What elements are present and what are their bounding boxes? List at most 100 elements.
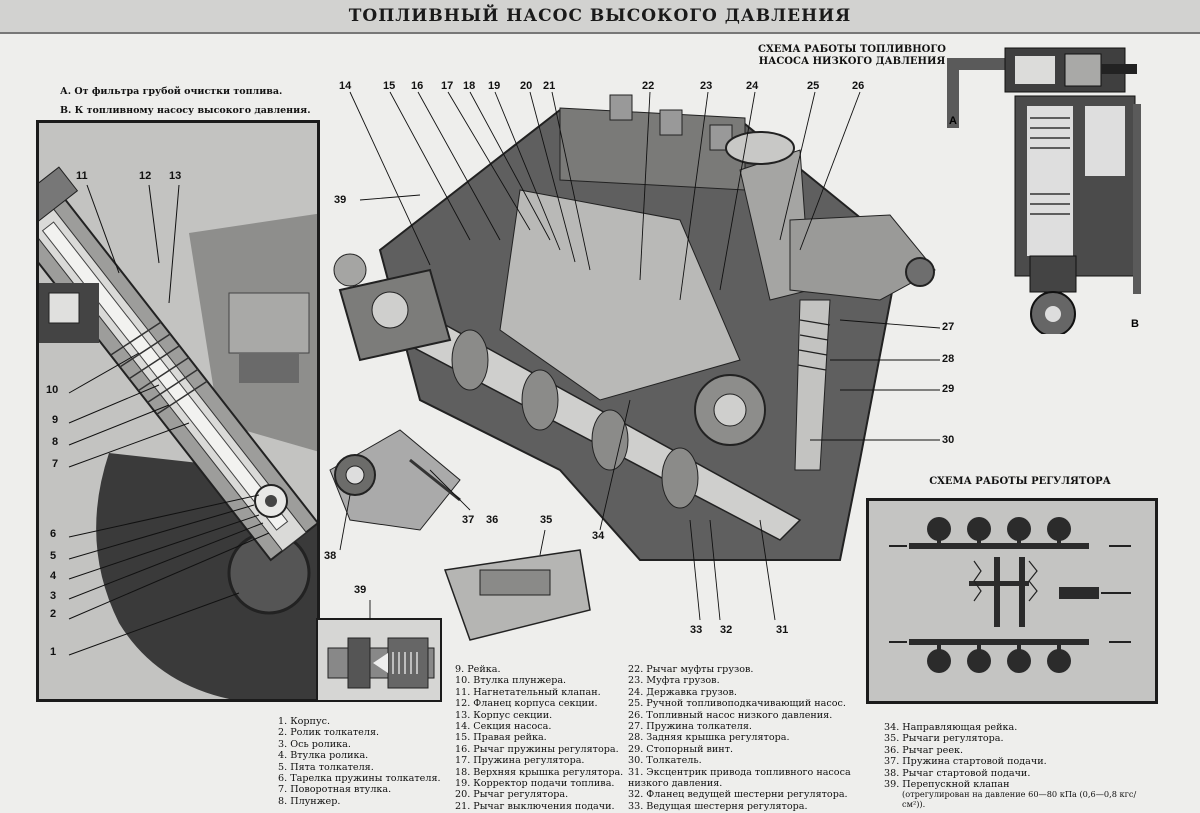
part-12: 12. Фланец корпуса секции. <box>455 698 598 710</box>
page-title: ТОПЛИВНЫЙ НАСОС ВЫСОКОГО ДАВЛЕНИЯ <box>348 6 852 26</box>
low-pressure-scheme-title-text: СХЕМА РАБОТЫ ТОПЛИВНОГО НАСОСА НИЗКОГО Д… <box>757 44 946 67</box>
callout-17: 17 <box>441 80 454 92</box>
part-37: 37. Пружина стартовой подачи. <box>884 756 1047 768</box>
callout-25: 25 <box>807 80 820 92</box>
part-2: 2. Ролик толкателя. <box>278 727 380 739</box>
part-6: 6. Тарелка пружины толкателя. <box>278 773 441 785</box>
callout-33: 33 <box>690 624 703 636</box>
part-17: 17. Пружина регулятора. <box>455 755 585 767</box>
part-3: 3. Ось ролика. <box>278 738 351 750</box>
callout-35: 35 <box>540 514 553 526</box>
part-8: 8. Плунжер. <box>278 795 341 807</box>
callout-30: 30 <box>942 434 955 446</box>
part-14: 14. Секция насоса. <box>455 721 552 733</box>
callout-5: 5 <box>50 550 57 562</box>
callout-14: 14 <box>339 80 352 92</box>
callout-13: 13 <box>169 170 182 182</box>
part-9: 9. Рейка. <box>455 664 501 675</box>
part-24: 24. Державка грузов. <box>628 686 737 698</box>
callout-7: 7 <box>52 458 59 470</box>
part-16: 16. Рычаг пружины регулятора. <box>455 743 619 755</box>
legend-a: А. От фильтра грубой очистки топлива. <box>60 86 283 97</box>
part-22: 22. Рычаг муфты грузов. <box>628 664 754 675</box>
part-19: 19. Корректор подачи топлива. <box>455 778 615 790</box>
legend-b: В. К топливному насосу высокого давления… <box>60 105 311 116</box>
bypass-valve-inset <box>316 618 442 702</box>
part-13: 13. Корпус секции. <box>455 709 553 721</box>
section-cutaway-panel <box>36 120 320 702</box>
parts-list-col4: 34. Направляющая рейка. 35. Рычаги регул… <box>884 722 1154 809</box>
part-39: 39. Перепускной клапан <box>884 779 1010 791</box>
callout-39-main: 39 <box>334 194 347 206</box>
part-15: 15. Правая рейка. <box>455 732 547 744</box>
callout-21: 21 <box>543 80 556 92</box>
regulator-scheme-panel <box>866 498 1158 704</box>
part-1: 1. Корпус. <box>278 716 331 727</box>
callout-37: 37 <box>462 514 475 526</box>
part-21: 21. Рычаг выключения подачи. <box>455 800 615 812</box>
part-32: 32. Фланец ведущей шестерни регулятора. <box>628 789 848 801</box>
part-38: 38. Рычаг стартовой подачи. <box>884 767 1031 779</box>
callout-10: 10 <box>46 384 59 396</box>
part-23: 23. Муфта грузов. <box>628 675 720 687</box>
callout-4: 4 <box>50 570 57 582</box>
callout-19: 19 <box>488 80 501 92</box>
low-pressure-scheme-title: СХЕМА РАБОТЫ ТОПЛИВНОГО НАСОСА НИЗКОГО Д… <box>752 44 952 68</box>
callout-6: 6 <box>50 528 57 540</box>
callout-29: 29 <box>942 383 955 395</box>
callout-9: 9 <box>52 414 59 426</box>
part-10: 10. Втулка плунжера. <box>455 675 567 687</box>
legend: А. От фильтра грубой очистки топлива. В.… <box>60 82 311 120</box>
low-pressure-label-a: А <box>949 115 957 127</box>
part-31: 31. Эксцентрик привода топливного насоса… <box>628 766 851 790</box>
callout-2: 2 <box>50 608 57 620</box>
callout-16: 16 <box>411 80 424 92</box>
callout-3: 3 <box>50 590 57 602</box>
callout-12: 12 <box>139 170 152 182</box>
callout-18: 18 <box>463 80 476 92</box>
callout-22: 22 <box>642 80 655 92</box>
callout-26: 26 <box>852 80 865 92</box>
callout-23: 23 <box>700 80 713 92</box>
callout-20: 20 <box>520 80 533 92</box>
bypass-valve-illustration <box>318 620 440 700</box>
callout-1: 1 <box>50 646 57 658</box>
callout-32: 32 <box>720 624 733 636</box>
callout-36: 36 <box>486 514 499 526</box>
part-7: 7. Поворотная втулка. <box>278 784 392 796</box>
part-33: 33. Ведущая шестерня регулятора. <box>628 800 808 812</box>
callout-15: 15 <box>383 80 396 92</box>
part-11: 11. Нагнетательный клапан. <box>455 686 601 698</box>
callout-39-inset: 39 <box>354 584 367 596</box>
part-20: 20. Рычаг регулятора. <box>455 789 569 801</box>
part-35: 35. Рычаги регулятора. <box>884 733 1004 745</box>
part-39-note: (отрегулирован на давление 60—80 кПа (0,… <box>902 789 1137 809</box>
callout-24: 24 <box>746 80 759 92</box>
parts-list-col2: 9. Рейка. 10. Втулка плунжера. 11. Нагне… <box>455 664 623 812</box>
part-28: 28. Задняя крышка регулятора. <box>628 732 790 744</box>
title-bar: ТОПЛИВНЫЙ НАСОС ВЫСОКОГО ДАВЛЕНИЯ <box>0 0 1200 34</box>
part-29: 29. Стопорный винт. <box>628 743 734 755</box>
callout-34: 34 <box>592 530 605 542</box>
low-pressure-scheme-diagram: А В <box>947 47 1141 334</box>
part-26: 26. Топливный насос низкого давления. <box>628 709 833 721</box>
low-pressure-label-b: В <box>1131 318 1139 330</box>
callout-11: 11 <box>76 170 88 182</box>
callout-28: 28 <box>942 353 955 365</box>
section-cutaway-illustration <box>39 123 317 699</box>
callout-8: 8 <box>52 436 59 448</box>
callout-38: 38 <box>324 550 337 562</box>
callout-31: 31 <box>776 624 789 636</box>
regulator-scheme-diagram <box>869 501 1155 701</box>
parts-list-col1: 1. Корпус. 2. Ролик толкателя. 3. Ось ро… <box>278 716 441 807</box>
part-5: 5. Пята толкателя. <box>278 761 374 773</box>
callout-27: 27 <box>942 321 955 333</box>
part-18: 18. Верхняя крышка регулятора. <box>455 766 624 778</box>
part-25: 25. Ручной топливоподкачивающий насос. <box>628 698 846 710</box>
parts-list-col3: 22. Рычаг муфты грузов. 23. Муфта грузов… <box>628 664 868 812</box>
regulator-scheme-title-text: СХЕМА РАБОТЫ РЕГУЛЯТОРА <box>929 476 1111 487</box>
part-36: 36. Рычаг реек. <box>884 744 964 756</box>
part-30: 30. Толкатель. <box>628 755 702 767</box>
part-4: 4. Втулка ролика. <box>278 750 369 762</box>
part-27: 27. Пружина толкателя. <box>628 721 752 733</box>
